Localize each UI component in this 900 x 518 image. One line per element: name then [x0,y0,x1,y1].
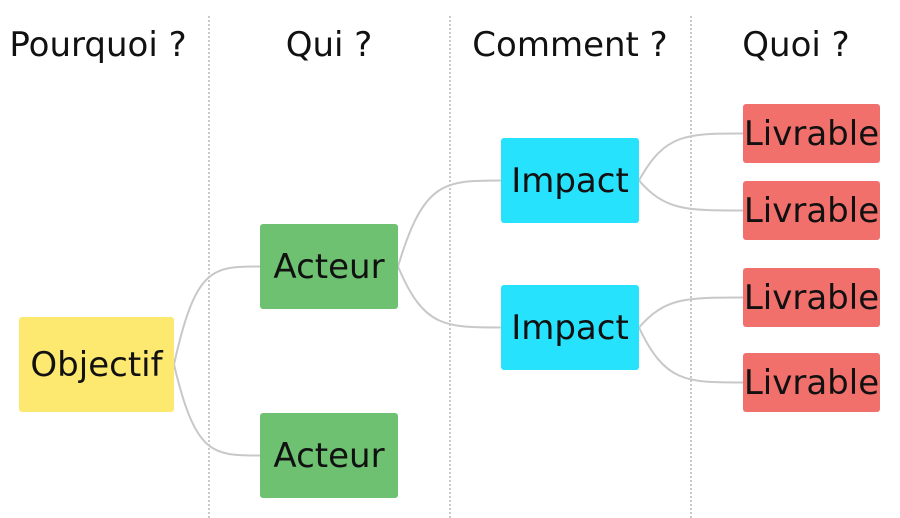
column-divider [208,16,210,518]
connector-objective-to-actor_1 [173,265,261,365]
impact-label: Impact [511,160,629,201]
column-divider [449,16,451,518]
connector-impact_2-to-deliverable_4 [638,327,744,384]
deliverable-node: Livrable [743,268,880,327]
impact-node: Impact [501,285,639,370]
deliverable-node: Livrable [743,353,880,412]
column-header-why: Pourquoi ? [9,25,187,65]
column-header-how: Comment ? [472,25,668,65]
column-divider [690,16,692,518]
actor-node: Acteur [260,413,398,498]
objective-label: Objectif [30,344,163,385]
impact-node: Impact [501,138,639,223]
deliverable-label: Livrable [743,190,880,231]
connector-impact_1-to-deliverable_1 [638,132,744,181]
connector-actor_1-to-impact_2 [397,266,502,329]
connector-objective-to-actor_2 [173,364,261,457]
deliverable-node: Livrable [743,181,880,240]
objective-node: Objectif [19,317,174,412]
actor-label: Acteur [273,246,385,287]
actor-node: Acteur [260,224,398,309]
impact-label: Impact [511,307,629,348]
column-header-what: Quoi ? [742,25,850,65]
column-header-who: Qui ? [285,25,373,65]
deliverable-node: Livrable [743,104,880,163]
connector-actor_1-to-impact_1 [397,179,502,267]
deliverable-label: Livrable [743,362,880,403]
connector-impact_1-to-deliverable_2 [638,179,744,212]
actor-label: Acteur [273,435,385,476]
deliverable-label: Livrable [743,277,880,318]
connector-impact_2-to-deliverable_3 [638,296,744,329]
deliverable-label: Livrable [743,113,880,154]
